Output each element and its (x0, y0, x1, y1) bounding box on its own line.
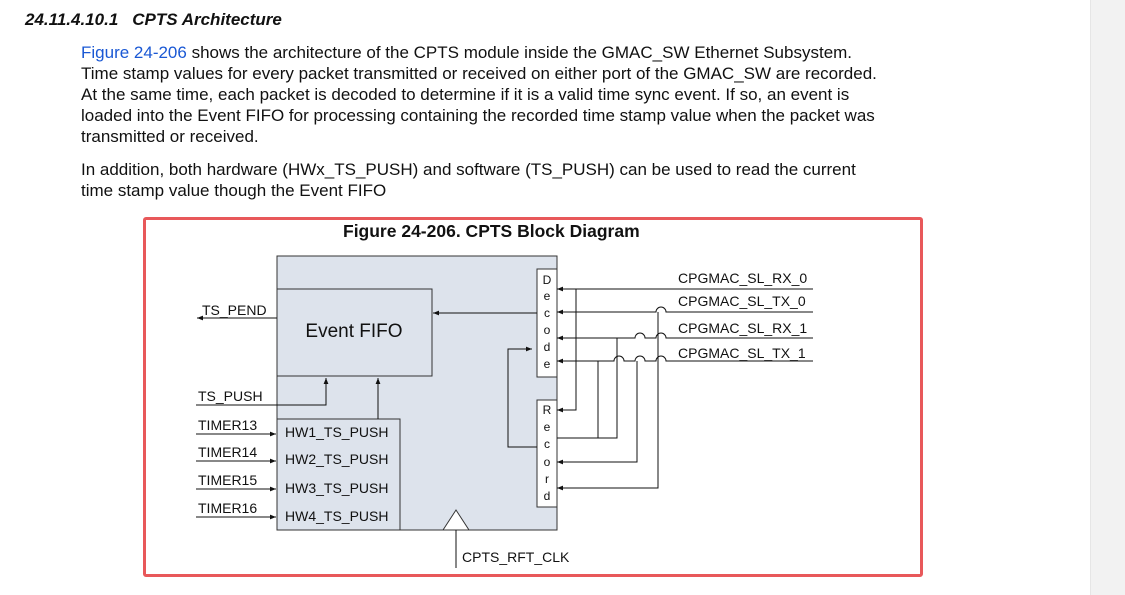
paragraph-text: shows the architecture of the CPTS modul… (186, 43, 853, 62)
record-letters: R e c o r d (543, 403, 552, 503)
decode-letter: c (544, 306, 550, 320)
section-heading: 24.11.4.10.1 CPTS Architecture (25, 10, 282, 30)
rx1-to-record (557, 338, 618, 439)
event-fifo-label: Event FIFO (305, 321, 402, 342)
rx0-to-record (557, 289, 577, 413)
record-letter: c (544, 437, 550, 451)
paragraph-line: time stamp value though the Event FIFO (81, 181, 387, 200)
section-title: CPTS Architecture (132, 10, 282, 29)
record-to-fifo-loop (507, 346, 537, 448)
paragraph-line: In addition, both hardware (HWx_TS_PUSH)… (81, 160, 856, 179)
hw3-ts-push-label: HW3_TS_PUSH (285, 480, 388, 496)
paragraph-line: transmitted or received. (81, 127, 259, 146)
tx0-to-record (557, 361, 599, 439)
decode-letter: e (544, 289, 551, 303)
timer13-label: TIMER13 (198, 417, 257, 433)
tx0-bus (557, 306, 813, 315)
event-fifo-block (276, 288, 433, 377)
ethernet-signal-labels: CPGMAC_SL_RX_0 CPGMAC_SL_TX_0 CPGMAC_SL_… (678, 270, 807, 361)
cpts-rft-clk-label: CPTS_RFT_CLK (462, 549, 570, 565)
decode-letter: d (544, 340, 551, 354)
cpgmac-sl-tx1-label: CPGMAC_SL_TX_1 (678, 345, 806, 361)
rx1-bus (557, 332, 813, 341)
decode-block (536, 268, 558, 378)
decode-letters: D e c o d e (543, 273, 552, 371)
hw4-ts-push-label: HW4_TS_PUSH (285, 508, 388, 524)
decode-letter: o (544, 323, 551, 337)
paragraph-line: loaded into the Event FIFO for processin… (81, 106, 875, 125)
figure-highlight-frame (143, 217, 923, 577)
scrollbar-gutter[interactable] (1090, 0, 1125, 595)
hw2-ts-push-label: HW2_TS_PUSH (285, 451, 388, 467)
record-letter: e (544, 420, 551, 434)
ts-pend-label: TS_PEND (202, 302, 267, 318)
cpgmac-sl-tx0-label: CPGMAC_SL_TX_0 (678, 293, 806, 309)
decode-letter: e (544, 357, 551, 371)
cpgmac-sl-rx0-label: CPGMAC_SL_RX_0 (678, 270, 807, 286)
document-page: 24.11.4.10.1 CPTS Architecture Figure 24-… (25, 10, 1021, 577)
record-letter: r (545, 472, 549, 486)
paragraph-architecture: Figure 24-206 shows the architecture of … (81, 42, 1021, 147)
timer16-label: TIMER16 (198, 500, 257, 516)
figure-caption: Figure 24-206. CPTS Block Diagram (343, 221, 640, 241)
timer-inputs: TIMER13 TIMER14 TIMER15 TIMER16 (196, 417, 276, 520)
paragraph-line: Time stamp values for every packet trans… (81, 64, 877, 83)
tx1-to-record (557, 361, 638, 465)
tx1-bus (557, 355, 813, 364)
ts-push-wire (196, 378, 329, 406)
hw1-ts-push-label: HW1_TS_PUSH (285, 424, 388, 440)
section-number: 24.11.4.10.1 (25, 10, 119, 29)
hw-ts-push-block (276, 418, 401, 531)
paragraph-line: At the same time, each packet is decoded… (81, 85, 850, 104)
cpts-block-diagram: Event FIFO D e c o d e R e c o r d HW1_T… (196, 255, 813, 568)
paragraph-push: In addition, both hardware (HWx_TS_PUSH)… (81, 159, 1021, 201)
timer15-label: TIMER15 (198, 472, 257, 488)
cpgmac-sl-rx1-label: CPGMAC_SL_RX_1 (678, 320, 807, 336)
record-block (536, 399, 558, 508)
paragraph-line: Figure 24-206 shows the architecture of … (81, 42, 1021, 63)
tx0-to-record-2 (557, 312, 659, 491)
ts-push-label: TS_PUSH (198, 388, 263, 404)
timer14-label: TIMER14 (198, 444, 257, 460)
record-letter: o (544, 455, 551, 469)
ethernet-signal-lines (557, 286, 813, 491)
record-letter: R (543, 403, 552, 417)
figure-link[interactable]: Figure 24-206 (81, 43, 187, 62)
record-letter: d (544, 489, 551, 503)
decode-letter: D (543, 273, 552, 287)
